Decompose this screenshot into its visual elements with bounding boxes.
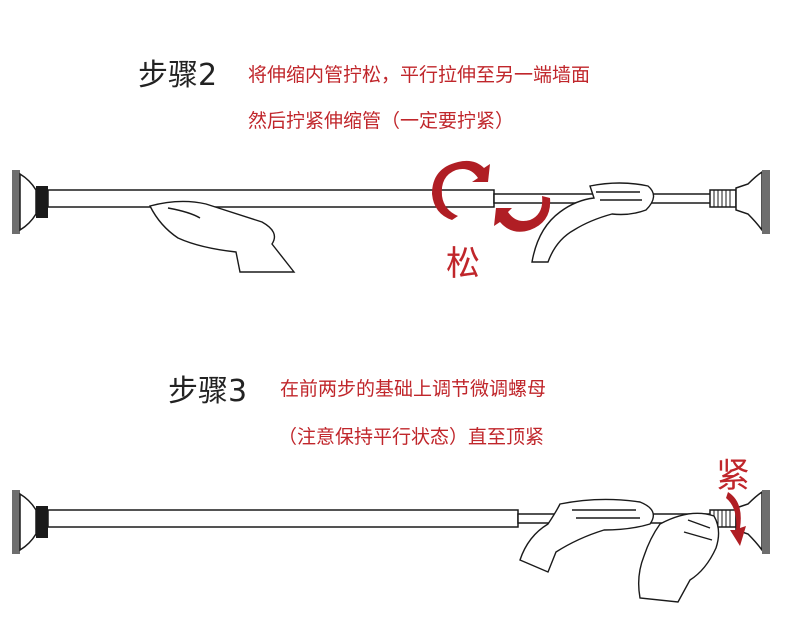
step2-instruction-line1: 将伸缩内管拧松，平行拉伸至另一端墙面 [248,64,591,86]
left-wall [12,170,20,234]
left-suction-cup [19,172,37,232]
right-hand [531,182,655,263]
loosen-arrow-upper [432,160,490,220]
right-suction-cup [735,170,763,233]
right-wall [762,170,770,234]
left-hand [519,498,654,573]
outer-tube [47,189,495,208]
left-wall [12,490,20,554]
left-suction-cup [19,492,37,552]
step2-rod-illustration [12,160,770,273]
tighten-label: 紧 [716,456,750,496]
step2-instruction-line2: 然后拧紧伸缩管（一定要拧紧） [248,110,515,132]
tighten-arrow [726,492,746,546]
step3-instruction-line1: 在前两步的基础上调节微调螺母 [280,378,547,400]
left-end-cap [36,506,48,538]
step2-label: 步骤2 [138,58,218,93]
step3-instruction-line2: （注意保持平行状态）直至顶紧 [278,426,545,448]
outer-tube [47,509,519,528]
loosen-arrow-lower [494,196,551,232]
left-hand [148,200,296,273]
right-hand [637,512,720,603]
right-wall [762,490,770,554]
right-adjust-nut [709,189,737,208]
step3-rod-illustration [12,490,770,603]
left-end-cap [36,186,48,218]
step3-label: 步骤3 [168,374,248,409]
loosen-label: 松 [446,244,480,284]
